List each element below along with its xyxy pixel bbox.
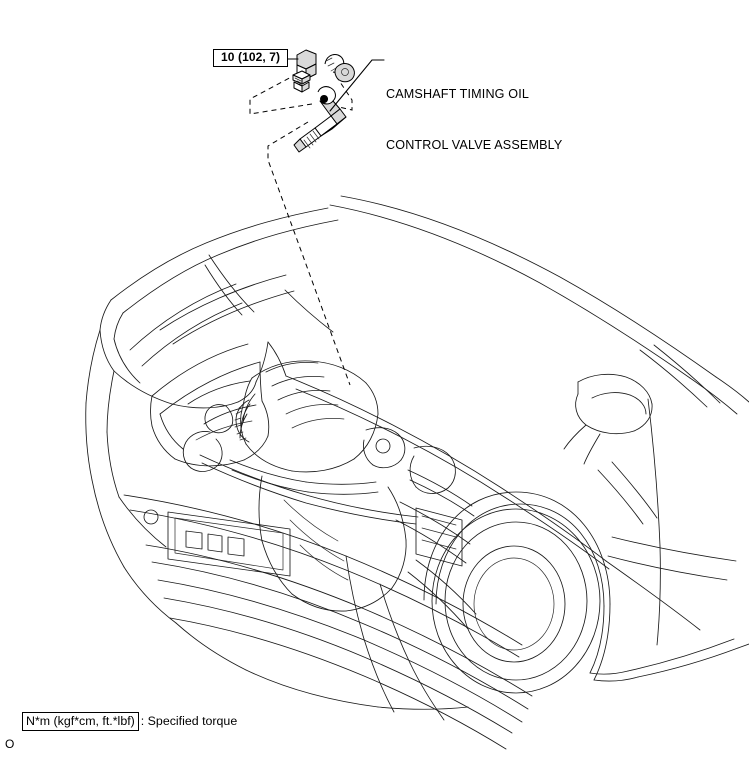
oil-control-valve-body <box>293 86 347 153</box>
part-name-line-1: CAMSHAFT TIMING OIL <box>386 87 530 101</box>
front-wheel <box>423 491 639 694</box>
assembly-dashed-lines <box>249 73 353 386</box>
side-body-and-mirror <box>563 344 749 678</box>
legend-description: : Specified torque <box>139 713 238 729</box>
part-name-line-2: CONTROL VALVE ASSEMBLY <box>386 138 563 152</box>
page-mark: O <box>5 737 15 751</box>
windshield-and-roof <box>285 195 749 631</box>
hood-open <box>99 207 339 409</box>
engine-assembly <box>182 360 477 630</box>
mounting-bolt <box>292 49 317 93</box>
legend-separator: : <box>140 713 148 728</box>
legend-unit-box: N*m (kgf*cm, ft.*lbf) <box>22 712 139 732</box>
wire-harness-clamp <box>324 54 355 83</box>
torque-spec-box: 10 (102, 7) <box>213 49 289 68</box>
front-fender-and-headlight <box>85 283 270 624</box>
front-bumper-and-grille <box>123 494 533 750</box>
legend-description-text: Specified torque <box>147 713 238 728</box>
part-name-callout: CAMSHAFT TIMING OIL CONTROL VALVE ASSEMB… <box>386 52 562 188</box>
torque-units-legend: N*m (kgf*cm, ft.*lbf) : Specified torque <box>22 712 238 732</box>
